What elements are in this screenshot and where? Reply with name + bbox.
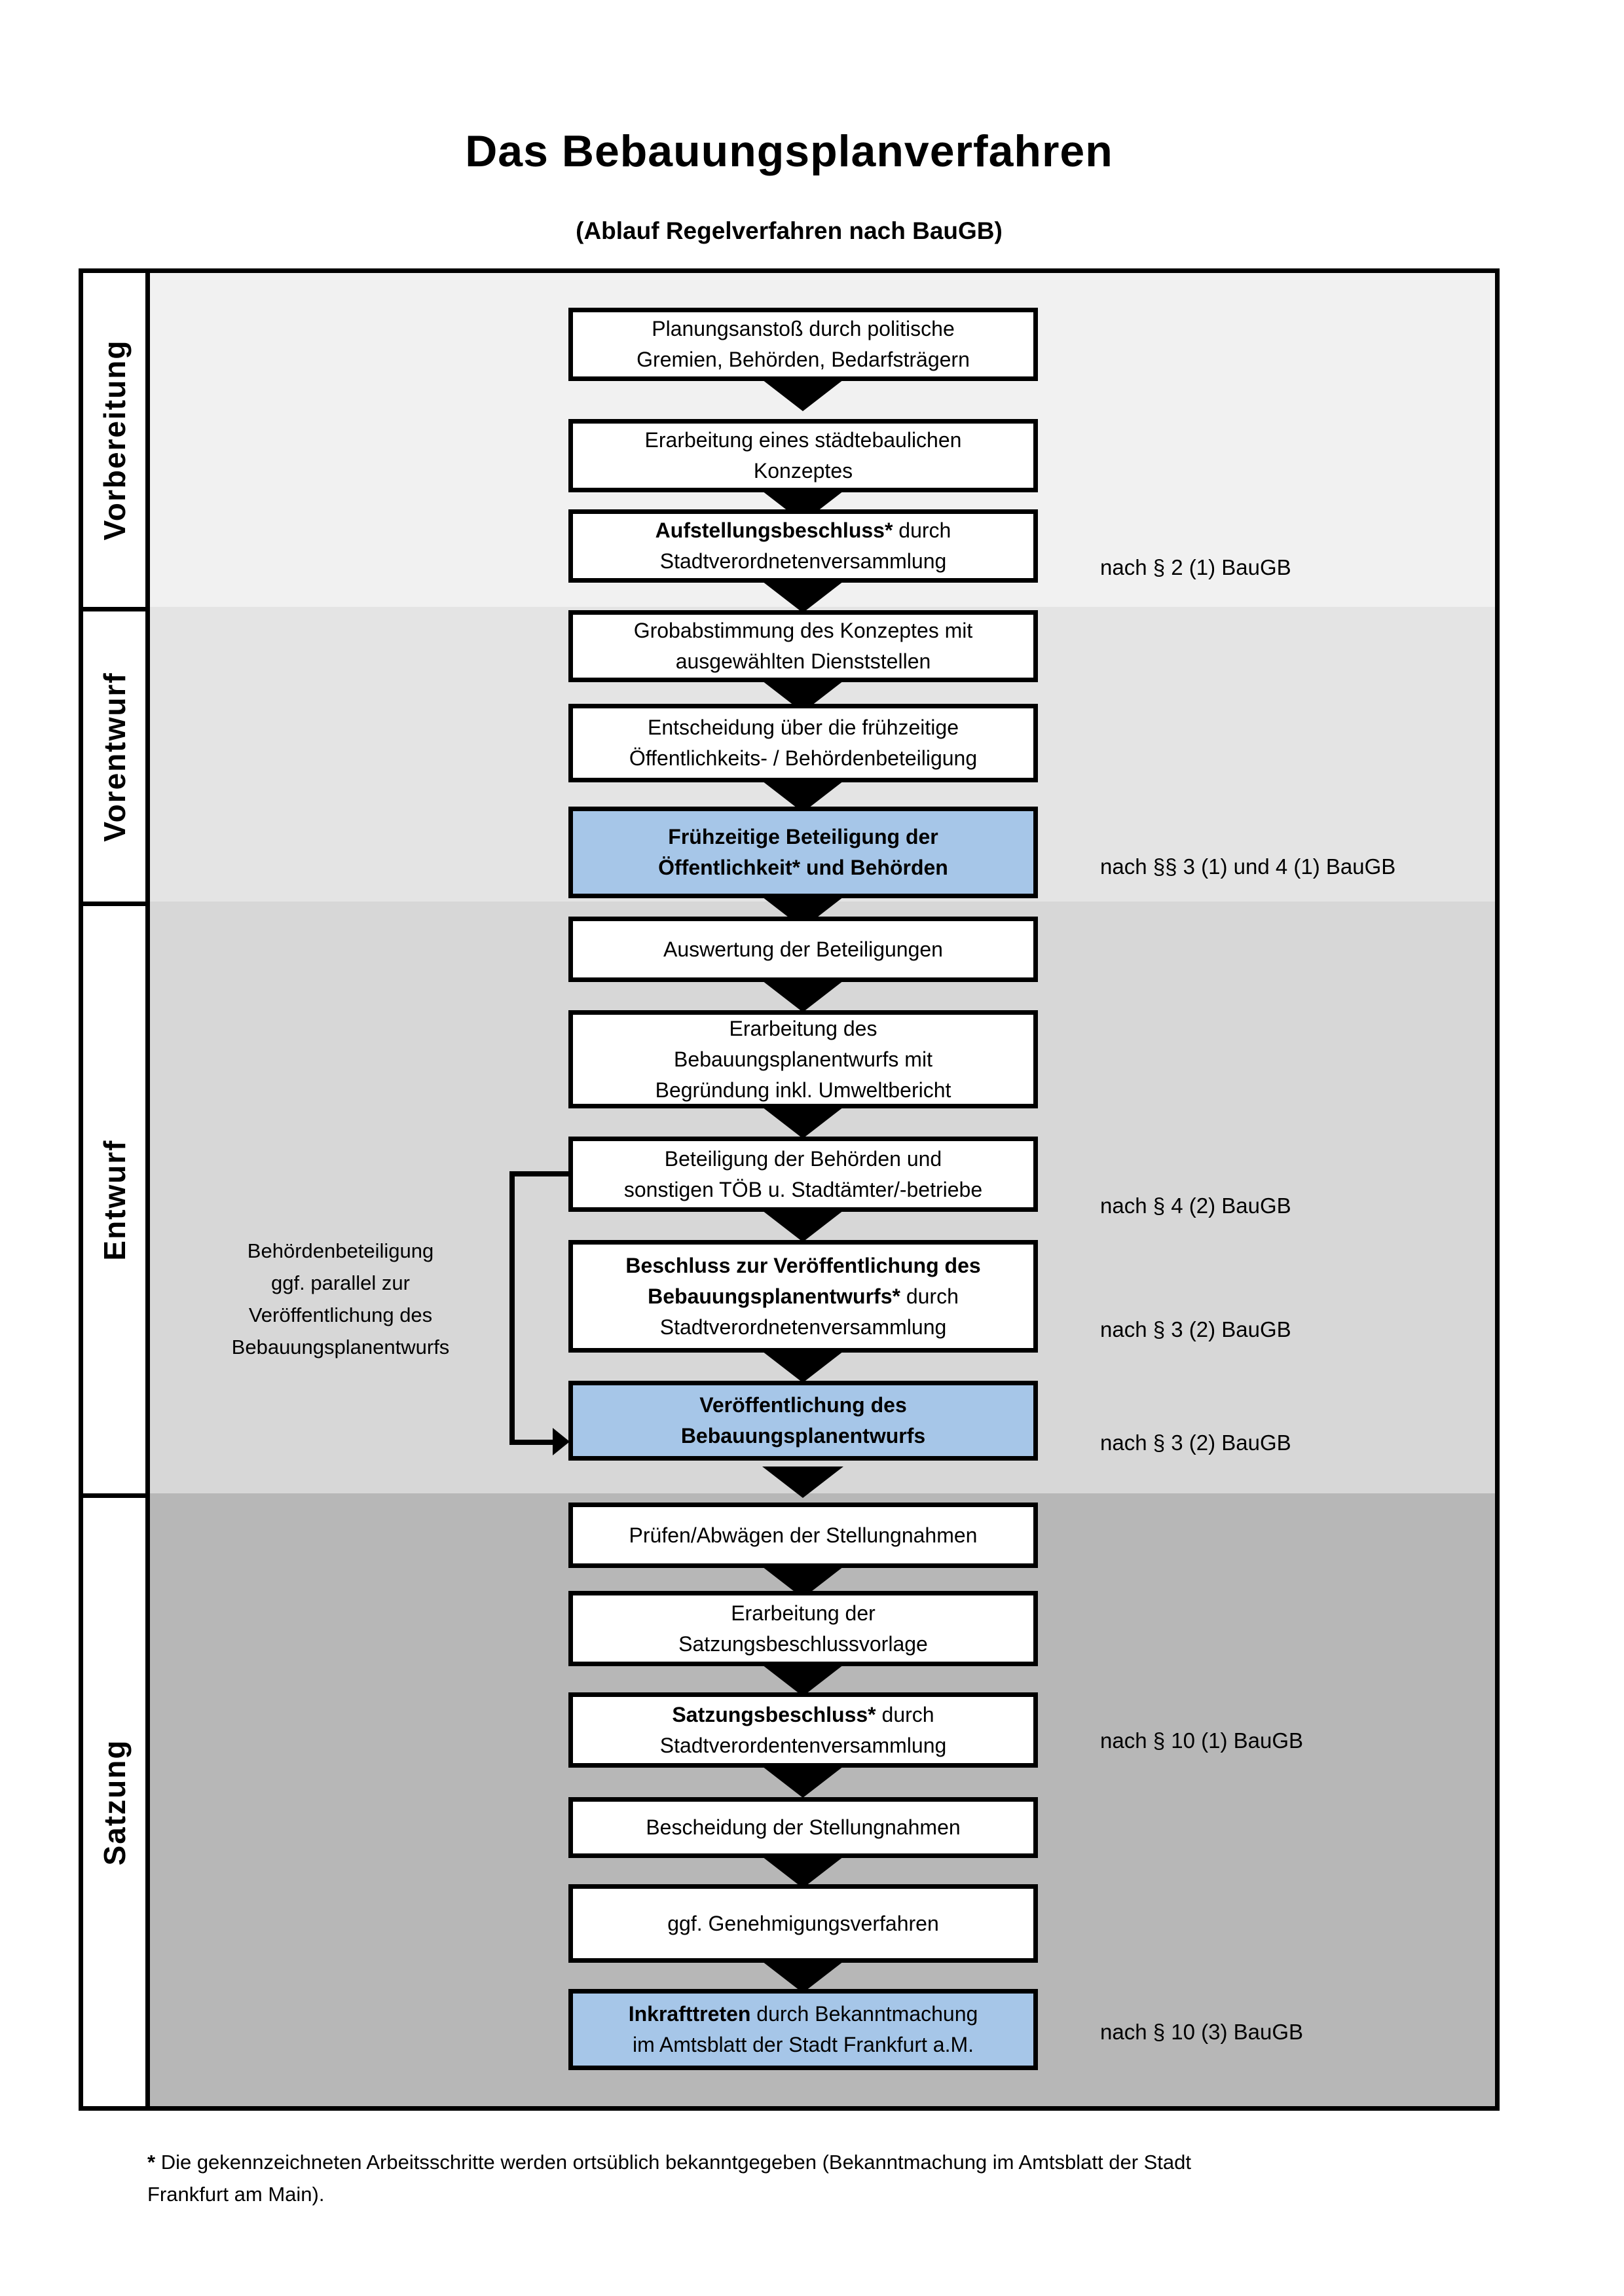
flow-arrow-icon bbox=[762, 1766, 843, 1798]
parallel-connector-vertical bbox=[509, 1171, 515, 1445]
step-planungsanstoss: Planungsanstoß durch politische Gremien,… bbox=[568, 308, 1038, 381]
step-beschluss-veroeffentlichung: Beschluss zur Veröffentlichung des Bebau… bbox=[568, 1240, 1038, 1353]
page-subtitle: (Ablauf Regelverfahren nach BauGB) bbox=[576, 217, 1003, 244]
parallel-connector-arrowhead-icon bbox=[553, 1428, 570, 1455]
parallel-connector-bottom bbox=[509, 1440, 555, 1445]
step-veroeffentlichung: Veröffentlichung des Bebauungsplanentwur… bbox=[568, 1381, 1038, 1461]
legal-ref-beschluss-veroeffentlichung: nach § 3 (2) BauGB bbox=[1100, 1317, 1291, 1341]
flow-arrow-icon bbox=[762, 981, 843, 1012]
legal-ref-aufstellungsbeschluss: nach § 2 (1) BauGB bbox=[1100, 555, 1291, 579]
step-auswertung: Auswertung der Beteiligungen bbox=[568, 917, 1038, 982]
footnote: * Die gekennzeichneten Arbeitsschritte w… bbox=[147, 2151, 1192, 2206]
flow-arrow-icon bbox=[762, 1351, 843, 1383]
legal-ref-satzungsbeschluss: nach § 10 (1) BauGB bbox=[1100, 1728, 1304, 1753]
flow-arrow-icon bbox=[762, 380, 843, 411]
step-erarbeitung-entwurf: Erarbeitung des Bebauungsplanentwurfs mi… bbox=[568, 1010, 1038, 1108]
flow-arrow-icon bbox=[762, 1857, 843, 1888]
legal-ref-fruehzeitige-beteiligung: nach §§ 3 (1) und 4 (1) BauGB bbox=[1100, 854, 1396, 879]
step-aufstellungsbeschluss: Aufstellungsbeschluss* durch Stadtverord… bbox=[568, 509, 1038, 583]
flow-arrow-icon bbox=[762, 1665, 843, 1696]
flow-arrow-icon bbox=[762, 581, 843, 613]
flow-arrow-icon bbox=[762, 1107, 843, 1139]
legal-ref-behoerdenbeteiligung: nach § 4 (2) BauGB bbox=[1100, 1194, 1291, 1218]
step-entscheidung-beteiligung: Entscheidung über die frühzeitige Öffent… bbox=[568, 704, 1038, 782]
step-inkrafttreten: Inkrafttreten durch Bekanntmachung im Am… bbox=[568, 1989, 1038, 2070]
step-staedtebauliches-konzept: Erarbeitung eines städtebaulichen Konzep… bbox=[568, 419, 1038, 492]
flow-arrow-icon bbox=[762, 1961, 843, 1993]
footnote-asterisk: * bbox=[147, 2151, 156, 2174]
legal-ref-veroeffentlichung: nach § 3 (2) BauGB bbox=[1100, 1430, 1291, 1455]
parallel-connector-top bbox=[512, 1171, 568, 1176]
step-behoerdenbeteiligung: Beteiligung der Behörden und sonstigen T… bbox=[568, 1137, 1038, 1212]
legal-ref-inkrafttreten: nach § 10 (3) BauGB bbox=[1100, 2020, 1304, 2044]
step-satzungsbeschlussvorlage: Erarbeitung der Satzungsbeschlussvorlage bbox=[568, 1591, 1038, 1666]
step-satzungsbeschluss: Satzungsbeschluss* durch Stadtverordente… bbox=[568, 1692, 1038, 1768]
step-bescheidung: Bescheidung der Stellungnahmen bbox=[568, 1797, 1038, 1858]
page-title: Das Bebauungsplanverfahren bbox=[465, 126, 1113, 176]
step-pruefen-abwaegen: Prüfen/Abwägen der Stellungnahmen bbox=[568, 1503, 1038, 1568]
flow-arrow-icon bbox=[762, 1211, 843, 1242]
diagram-frame bbox=[79, 268, 1500, 2111]
step-fruehzeitige-beteiligung: Frühzeitige Beteiligung der Öffentlichke… bbox=[568, 807, 1038, 898]
step-grobabstimmung: Grobabstimmung des Konzeptes mit ausgewä… bbox=[568, 610, 1038, 682]
step-genehmigungsverfahren: ggf. Genehmigungsverfahren bbox=[568, 1884, 1038, 1963]
parallel-annotation: Behördenbeteiligung ggf. parallel zur Ve… bbox=[231, 1239, 450, 1358]
flow-arrow-icon bbox=[762, 1467, 843, 1498]
